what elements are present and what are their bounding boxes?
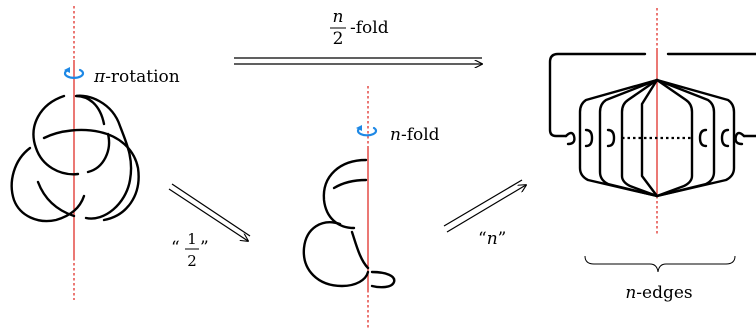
half-knot: n-fold (302, 86, 440, 330)
hook-4 (698, 128, 708, 148)
edge-6 (655, 78, 716, 198)
n-fold-arrowhead-icon (356, 125, 362, 131)
trefoil-strand-6 (10, 146, 86, 223)
n-arrow-line-1 (443, 179, 523, 227)
trefoil-strand-1 (32, 94, 80, 176)
half-arrow-line-2 (168, 188, 248, 241)
hook-2 (584, 128, 594, 148)
n-edges-label: n-edges (625, 283, 692, 303)
top-fold-label: -fold (350, 18, 389, 38)
half-numerator: 1 (187, 230, 197, 248)
hook-1 (564, 131, 576, 146)
half-strand-5 (350, 230, 370, 270)
half-strand-3 (302, 221, 370, 288)
trefoil-knot: π-rotation (10, 6, 180, 300)
edge-5 (655, 78, 694, 198)
half-open-quote: “ (171, 238, 180, 258)
edge-4 (640, 78, 659, 198)
half-arrow-line-1 (171, 183, 251, 237)
top-arrow-group: n 2 -fold (234, 7, 482, 64)
half-denominator: 2 (187, 252, 197, 270)
half-strand-1 (322, 158, 368, 230)
trefoil-strand-4 (36, 180, 76, 218)
half-strand-4 (370, 270, 396, 289)
pi-rotation-label: π-rotation (93, 67, 180, 87)
edges-brace (584, 255, 736, 273)
n-fold-rotation-icon (356, 126, 378, 137)
trefoil-strand-5 (42, 128, 140, 222)
rotation-icon (63, 68, 85, 79)
half-strand-2 (332, 178, 368, 190)
hook-5 (720, 128, 730, 148)
trefoil-strand-3 (74, 94, 133, 220)
n-arrow-group: “n” (443, 179, 526, 249)
hook-6 (734, 131, 746, 146)
trefoil-strand-2 (86, 132, 111, 174)
n-fold-label: n-fold (390, 125, 440, 145)
edge-7 (655, 78, 736, 198)
half-arrow-group: “ 1 2 ” (168, 183, 251, 270)
top-fraction-numerator: n (333, 7, 344, 27)
n-arrow-label: “n” (478, 229, 506, 249)
top-fraction-denominator: 2 (333, 29, 344, 49)
half-close-quote: ” (200, 238, 209, 258)
rotation-arrowhead-icon (64, 67, 70, 73)
edge-3 (620, 78, 659, 198)
n-edges-graph: n-edges (548, 8, 756, 303)
edge-1 (578, 78, 659, 198)
n-arrow-line-2 (446, 185, 526, 233)
hook-3 (606, 128, 616, 148)
edge-2 (598, 78, 659, 198)
outer-frame-left (548, 52, 647, 138)
